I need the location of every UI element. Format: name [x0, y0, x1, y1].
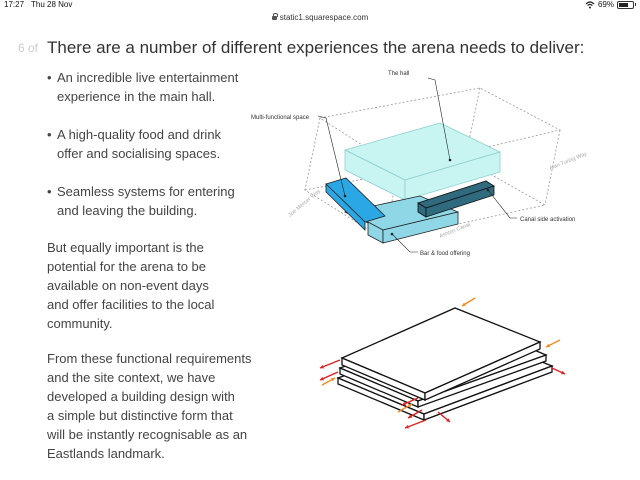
label-street-joe-mercer: Joe Mercer Way [287, 188, 322, 218]
status-right-group: 69% [585, 0, 636, 9]
bullet-item: • A high-quality food and drink offer an… [47, 125, 277, 163]
stacked-slabs-diagram [336, 307, 554, 421]
bullet-list: • An incredible live entertainment exper… [47, 68, 277, 239]
hall-volume [343, 122, 502, 201]
bullet-dot: • [47, 70, 52, 85]
paragraph-line: Eastlands landmark. [47, 446, 165, 461]
bullet-item: • Seamless systems for entering and leav… [47, 182, 277, 220]
page-counter: 6 of [18, 41, 39, 55]
battery-icon [617, 0, 636, 9]
paragraph-line: and offer facilities to the local [47, 297, 215, 312]
leader-dots [343, 158, 490, 236]
bullet-text: Seamless systems for entering and leavin… [57, 182, 235, 220]
multi-functional-volume [325, 177, 386, 231]
battery-fill [619, 2, 628, 7]
canal-volume [417, 180, 495, 218]
slab-top-side [424, 341, 541, 401]
lock-icon [271, 13, 278, 20]
url-text: static1.squarespace.com [279, 12, 369, 22]
status-date: Thu 28 Nov [31, 0, 73, 9]
slab-middle-side [417, 354, 547, 408]
paragraph-line: But equally important is the [47, 240, 204, 255]
bullet-item: • An incredible live entertainment exper… [47, 68, 277, 106]
paragraph-line: From these functional requirements [47, 351, 252, 366]
arrowhead [331, 377, 335, 382]
arrowhead [402, 401, 406, 406]
label-street-alan-turing: Alan Turing Way [549, 151, 589, 172]
bullet-dot: • [47, 127, 52, 142]
leader-lines [317, 77, 517, 253]
bullet-line: and leaving the building. [57, 203, 198, 218]
arrowhead [405, 424, 409, 429]
arrowhead [408, 404, 412, 408]
paragraph-line: potential for the arena to be [47, 259, 207, 274]
label-multi-functional: Multi-functional space [251, 115, 310, 121]
paragraph-line: and the site context, we have [47, 370, 216, 385]
bullet-line: offer and socialising spaces. [57, 146, 221, 161]
address-bar[interactable]: static1.squarespace.com [0, 10, 640, 24]
slide-heading: There are a number of different experien… [47, 38, 585, 57]
arrow-out [319, 359, 341, 369]
status-time: 17:27 [4, 0, 25, 9]
bullet-line: experience in the main hall. [57, 89, 216, 104]
arrowhead [320, 376, 324, 381]
arrow-out [404, 419, 427, 429]
label-bar-food: Bar & food offering [420, 251, 470, 257]
label-the-hall: The hall [388, 71, 409, 77]
bullet-dot: • [47, 184, 52, 199]
wifi-icon [585, 0, 595, 8]
bullet-line: An incredible live entertainment [57, 70, 239, 85]
paragraph-design: From these functional requirements and t… [47, 349, 287, 463]
hall-side [404, 151, 501, 201]
paragraph-line: available on non-event days [47, 278, 209, 293]
arrowhead [320, 364, 324, 369]
bullet-text: An incredible live entertainment experie… [57, 68, 238, 106]
arrowhead [408, 414, 412, 418]
bullet-line: Seamless systems for entering [57, 184, 235, 199]
bullet-line: A high-quality food and drink [57, 127, 222, 142]
bullet-text: A high-quality food and drink offer and … [57, 125, 221, 163]
battery-percent: 69% [597, 0, 614, 9]
paragraph-line: developed a building design with [47, 389, 235, 404]
arrowhead [462, 302, 466, 306]
slab-bottom-side [423, 365, 553, 421]
arrowhead [561, 370, 565, 375]
ios-status-bar: 17:27 Thu 28 Nov 69% [0, 0, 640, 10]
paragraph-community: But equally important is the potential f… [47, 238, 287, 333]
arrowhead [446, 418, 450, 422]
paragraph-line: a simple but distinctive form that [47, 408, 233, 423]
label-canal-side: Canal side activation [520, 217, 575, 223]
paragraph-line: community. [47, 316, 113, 331]
site-axonometric-diagram: The hall Multi-functional space Canal si… [251, 71, 588, 257]
arrowhead [546, 343, 550, 348]
paragraph-line: will be instantly recognisable as an [47, 427, 248, 442]
